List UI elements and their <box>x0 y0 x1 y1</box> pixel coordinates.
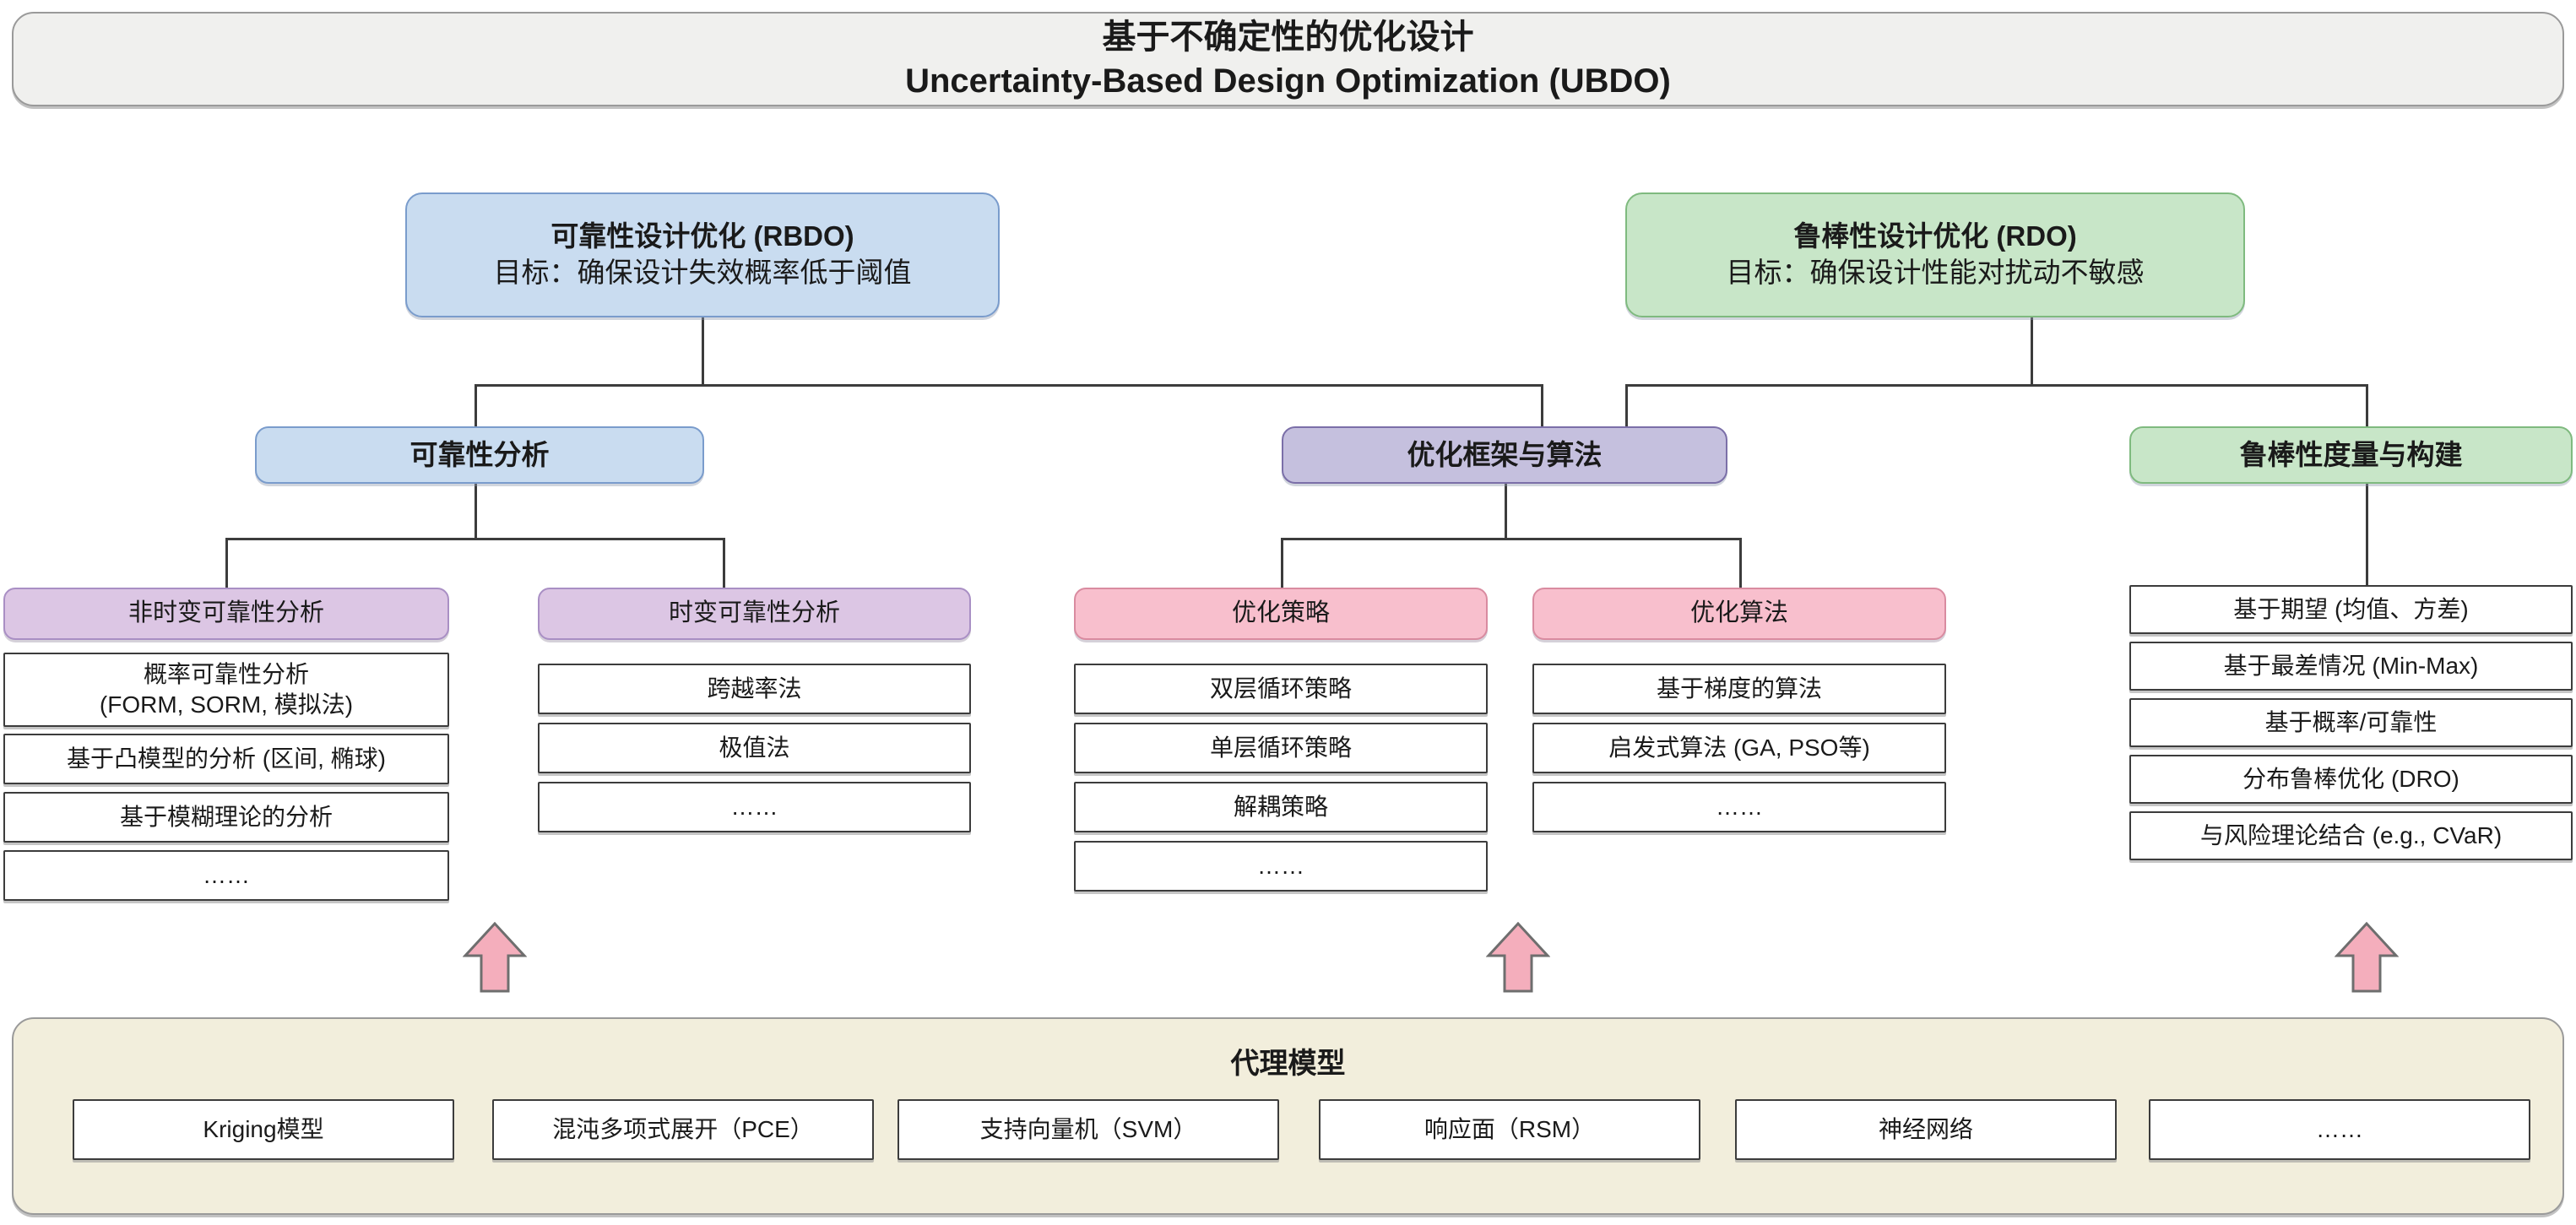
node-optimization-framework: 优化框架与算法 <box>1282 426 1727 484</box>
leaf-cvar: 与风险理论结合 (e.g., CVaR) <box>2129 811 2573 860</box>
leaf-kriging: Kriging模型 <box>73 1099 454 1160</box>
group-header-opt-strategy-label: 优化策略 <box>1231 599 1330 627</box>
connector-reliability-bus <box>225 538 725 540</box>
leaf-time-invariant-more: …… <box>3 850 449 901</box>
root-node: 基于不确定性的优化设计 Uncertainty-Based Design Opt… <box>12 12 2564 106</box>
arrow-up-surrogate-left <box>462 921 528 993</box>
connector-to-robustness <box>2366 384 2368 429</box>
leaf-neural-network: 神经网络 <box>1735 1099 2117 1160</box>
connector-to-reliability-analysis <box>475 384 477 429</box>
leaf-heuristic: 启发式算法 (GA, PSO等) <box>1532 723 1946 773</box>
connector-to-opt-strategy <box>1281 538 1283 588</box>
root-title-cn: 基于不确定性的优化设计 <box>1102 19 1474 56</box>
surrogate-model-title: 代理模型 <box>1230 1048 1346 1080</box>
connector-rbdo-bus <box>475 384 1543 387</box>
leaf-surrogate-more: …… <box>2149 1099 2530 1160</box>
node-rdo: 鲁棒性设计优化 (RDO) 目标：确保设计性能对扰动不敏感 <box>1625 192 2245 317</box>
leaf-dro: 分布鲁棒优化 (DRO) <box>2129 755 2573 804</box>
leaf-worst-case: 基于最差情况 (Min-Max) <box>2129 642 2573 691</box>
node-rbdo-title: 可靠性设计优化 (RBDO) <box>550 220 854 252</box>
leaf-crossing-rate: 跨越率法 <box>538 664 971 714</box>
connector-rdo-down <box>2031 317 2033 385</box>
group-header-time-variant: 时变可靠性分析 <box>538 588 971 640</box>
leaf-pce: 混沌多项式展开（PCE） <box>492 1099 874 1160</box>
connector-framework-bus <box>1281 538 1742 540</box>
leaf-expectation-based: 基于期望 (均值、方差) <box>2129 585 2573 634</box>
node-reliability-analysis: 可靠性分析 <box>255 426 704 484</box>
node-optimization-framework-label: 优化框架与算法 <box>1407 438 1603 470</box>
leaf-probabilistic-reliability: 概率可靠性分析 (FORM, SORM, 模拟法) <box>3 653 449 727</box>
connector-rbdo-to-framework <box>1541 384 1543 429</box>
node-rdo-goal: 目标：确保设计性能对扰动不敏感 <box>1726 257 2145 288</box>
connector-to-time-invariant <box>225 538 228 588</box>
connector-rbdo-down <box>702 317 704 385</box>
group-header-time-variant-label: 时变可靠性分析 <box>668 599 840 627</box>
arrow-up-surrogate-middle <box>1485 921 1551 993</box>
group-header-time-invariant-label: 非时变可靠性分析 <box>127 599 324 627</box>
leaf-convex-model: 基于凸模型的分析 (区间, 椭球) <box>3 734 449 784</box>
group-header-opt-algorithm: 优化算法 <box>1532 588 1946 640</box>
node-reliability-analysis-label: 可靠性分析 <box>409 438 550 470</box>
group-header-opt-strategy: 优化策略 <box>1074 588 1488 640</box>
connector-reliability-down <box>475 480 477 539</box>
leaf-probability-reliability: 基于概率/可靠性 <box>2129 698 2573 747</box>
leaf-svm: 支持向量机（SVM） <box>898 1099 1279 1160</box>
node-rbdo: 可靠性设计优化 (RBDO) 目标：确保设计失效概率低于阈值 <box>405 192 1000 317</box>
node-robustness-metric-label: 鲁棒性度量与构建 <box>2239 438 2463 470</box>
connector-framework-down <box>1505 480 1507 539</box>
leaf-decoupled: 解耦策略 <box>1074 782 1488 832</box>
node-rbdo-goal: 目标：确保设计失效概率低于阈值 <box>493 257 912 288</box>
connector-rdo-to-framework <box>1625 384 1628 429</box>
root-title-en: Uncertainty-Based Design Optimization (U… <box>905 62 1671 100</box>
group-header-opt-algorithm-label: 优化算法 <box>1689 599 1788 627</box>
connector-robustness-down <box>2366 480 2368 585</box>
node-robustness-metric: 鲁棒性度量与构建 <box>2129 426 2573 484</box>
leaf-gradient-based: 基于梯度的算法 <box>1532 664 1946 714</box>
leaf-rsm: 响应面（RSM） <box>1319 1099 1700 1160</box>
leaf-opt-algorithm-more: …… <box>1532 782 1946 832</box>
leaf-time-variant-more: …… <box>538 782 971 832</box>
arrow-up-surrogate-right <box>2334 921 2400 993</box>
leaf-extreme-value: 极值法 <box>538 723 971 773</box>
node-rdo-title: 鲁棒性设计优化 (RDO) <box>1793 220 2077 252</box>
connector-rdo-bus <box>1625 384 2368 387</box>
leaf-double-loop: 双层循环策略 <box>1074 664 1488 714</box>
connector-to-opt-algorithm <box>1739 538 1742 588</box>
leaf-opt-strategy-more: …… <box>1074 841 1488 892</box>
group-header-time-invariant: 非时变可靠性分析 <box>3 588 449 640</box>
leaf-fuzzy-theory: 基于模糊理论的分析 <box>3 792 449 843</box>
connector-to-time-variant <box>723 538 725 588</box>
leaf-single-loop: 单层循环策略 <box>1074 723 1488 773</box>
